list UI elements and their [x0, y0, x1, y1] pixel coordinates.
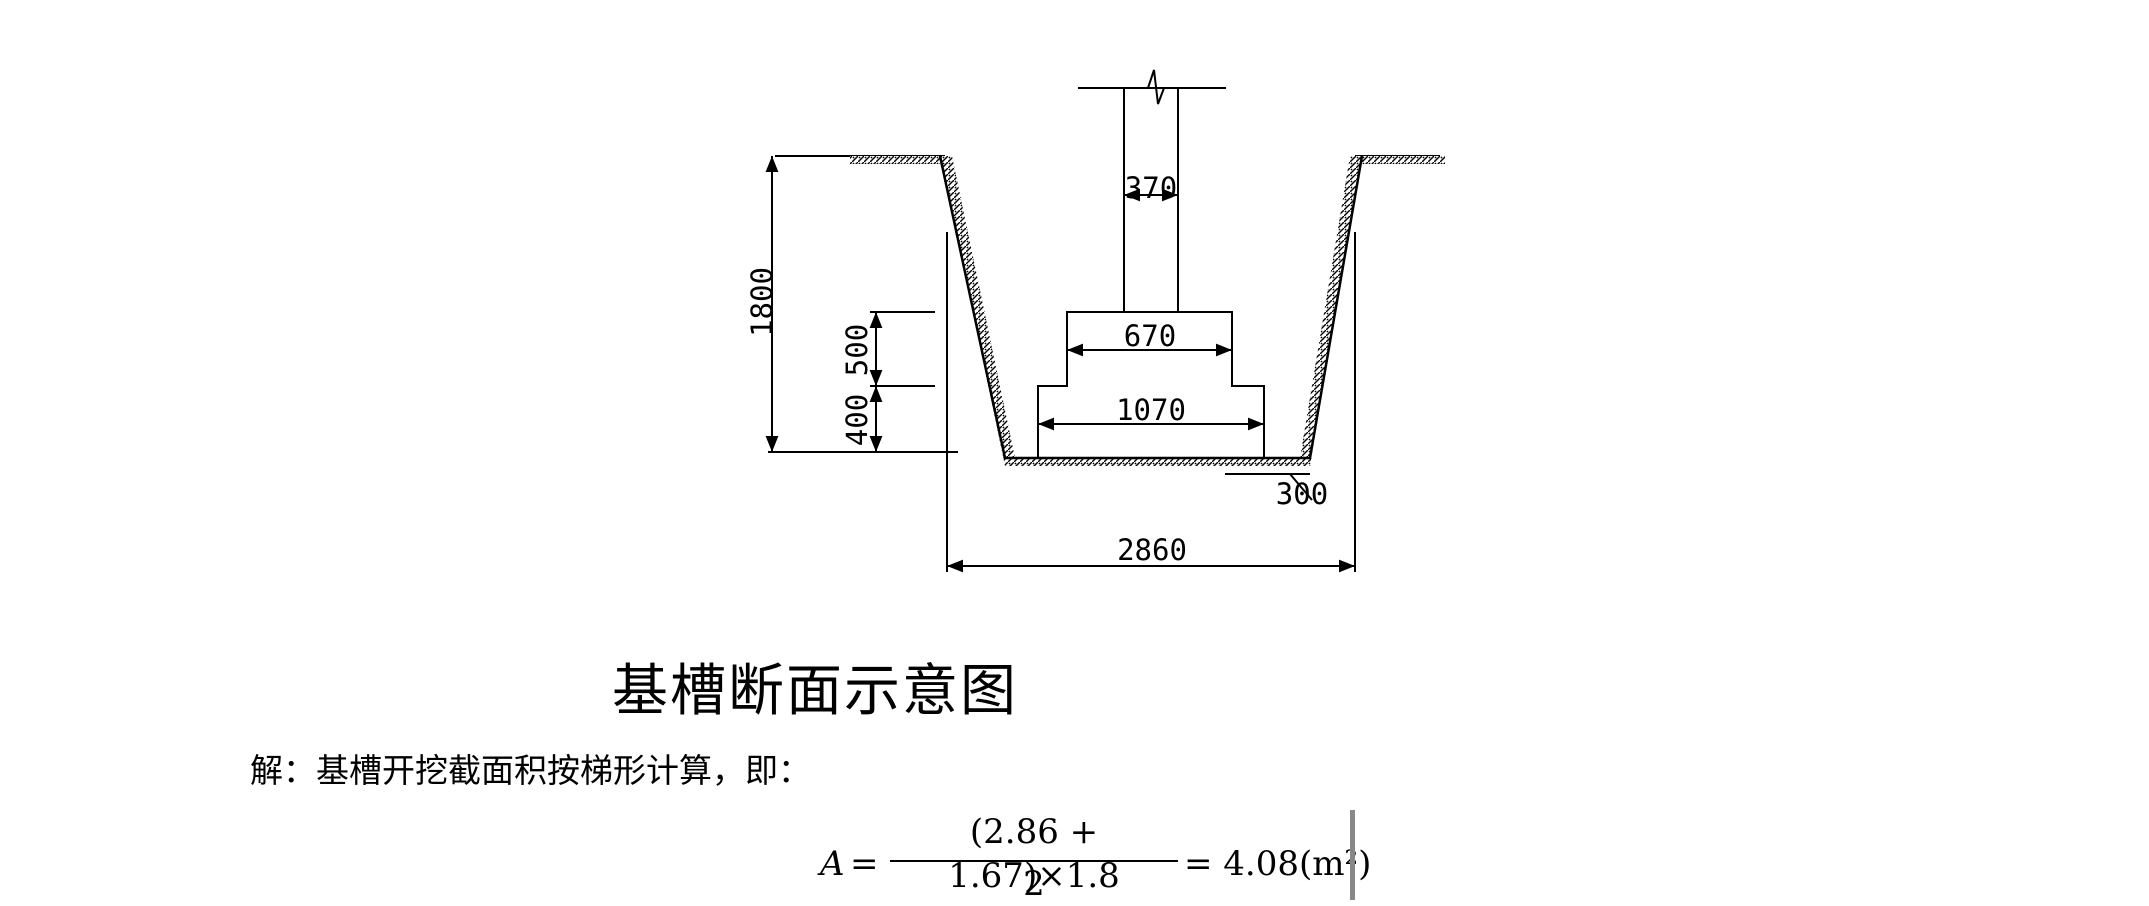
- step-bottom-width-label: 1070: [1116, 393, 1186, 427]
- work-face-label: 300: [1276, 477, 1328, 511]
- trench-outline: [938, 155, 1364, 466]
- formula-numerator: (2.86 + 1.67)×1.8: [948, 812, 1120, 896]
- solution-text: 解：基槽开挖截面积按梯形计算，即：: [250, 751, 811, 790]
- dimension-lines: [765, 156, 1356, 573]
- formula-lhs: A: [820, 844, 845, 884]
- diagram-caption: 基槽断面示意图: [612, 659, 1018, 724]
- step-top-width-label: 670: [1124, 319, 1176, 353]
- bottom-width-label: 2860: [1117, 533, 1187, 567]
- wall-width-label: 370: [1125, 171, 1177, 205]
- depth-label: 1800: [745, 267, 779, 337]
- lower-step-height-label: 400: [840, 394, 874, 446]
- formula-denominator: 2: [1023, 864, 1045, 904]
- stepped-foundation: [1037, 311, 1265, 458]
- trench-cross-section-diagram: 370 670 1070 1800 500 400 300 2860: [745, 69, 1445, 573]
- upper-step-height-label: 500: [840, 324, 874, 376]
- formula-equals: =: [850, 844, 879, 884]
- ground-line: [775, 155, 1445, 164]
- formula-rhs: = 4.08(m²): [1184, 844, 1372, 884]
- fraction-bar: [890, 860, 1178, 862]
- text-cursor: [1350, 810, 1355, 900]
- formula-fraction: (2.86 + 1.67)×1.8 2: [890, 810, 1178, 906]
